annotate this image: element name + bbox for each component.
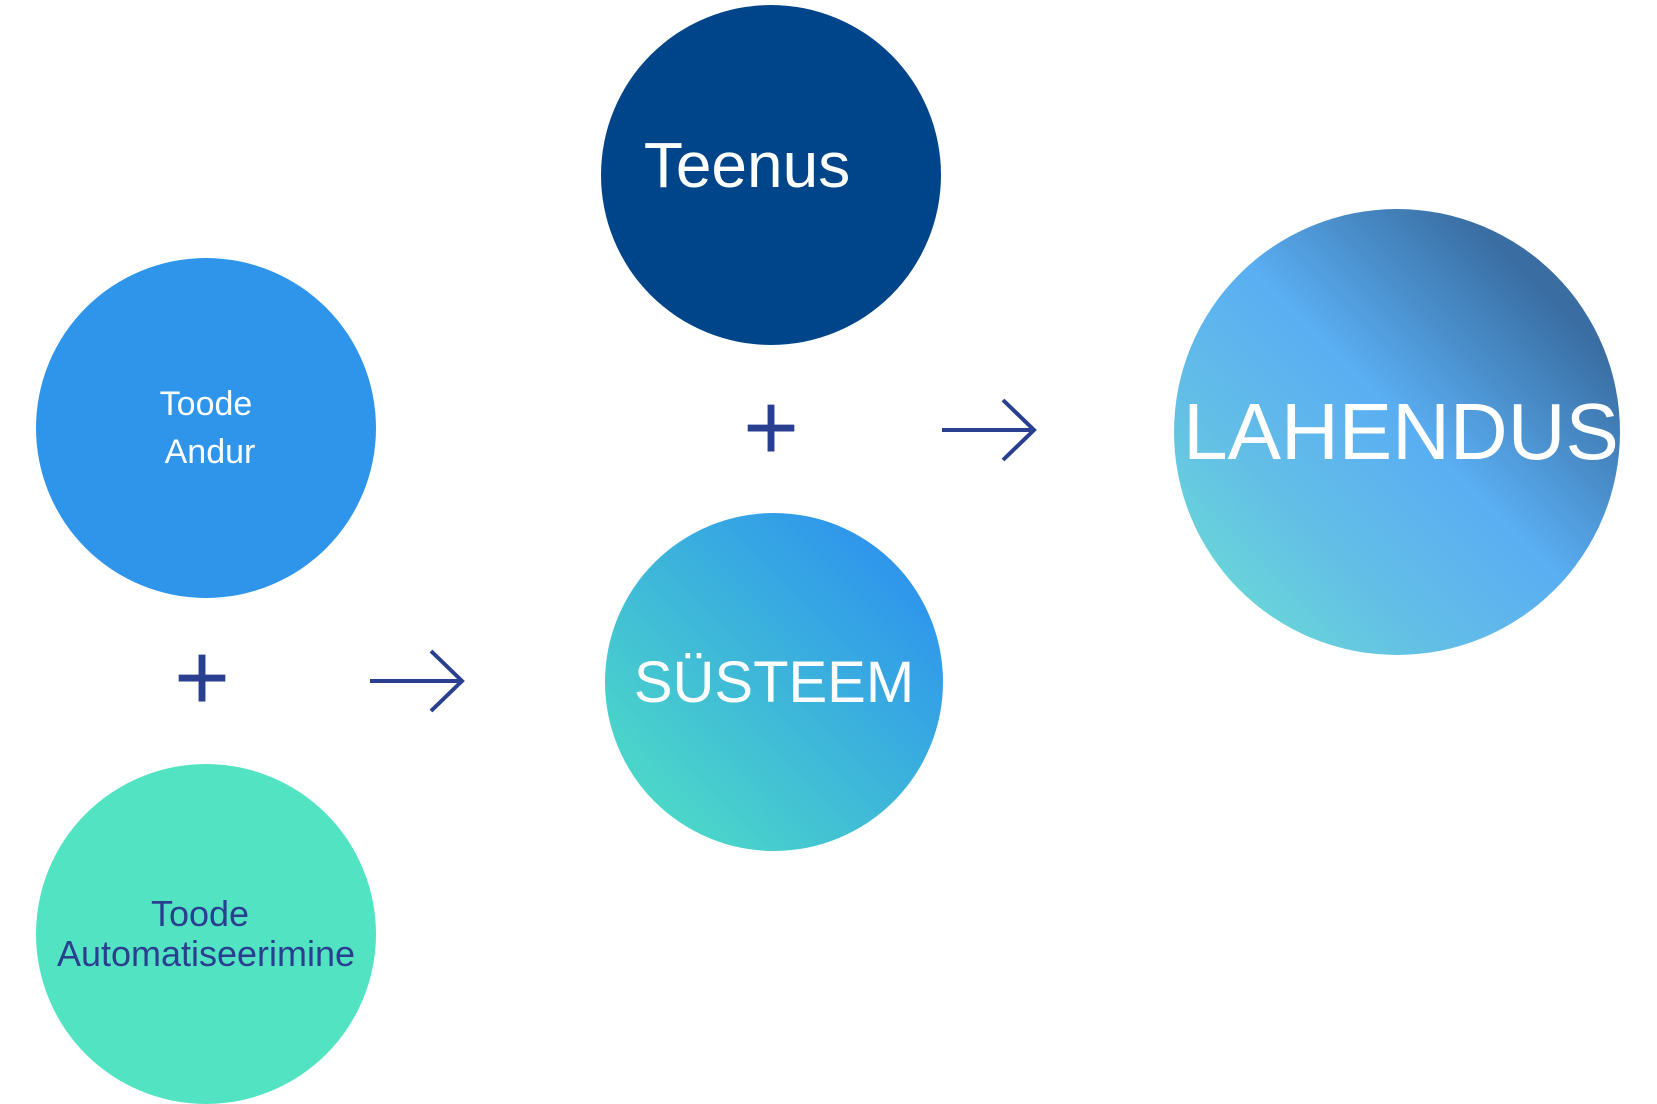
plus-operator-left: + (174, 624, 231, 731)
product-sensor-node: Toode Andur (36, 258, 376, 598)
product-automation-line1: Toode (150, 893, 250, 934)
arrow-right-icon (370, 649, 465, 713)
service-label: Teenus (643, 129, 851, 201)
product-automation-node: Toode Automatiseerimine (36, 764, 376, 1104)
service-node: Teenus (601, 5, 941, 345)
system-node: SÜSTEEM (605, 513, 943, 851)
arrow-right-icon (942, 398, 1037, 462)
solution-node: LAHENDUS (1174, 209, 1620, 655)
product-sensor-line2: Andur (164, 433, 256, 471)
plus-operator-middle: + (743, 374, 800, 481)
solution-label: LAHENDUS (1183, 387, 1619, 476)
product-automation-line2: Automatiseerimine (56, 933, 356, 974)
product-sensor-line1: Toode (159, 385, 253, 423)
system-label: SÜSTEEM (633, 649, 915, 715)
